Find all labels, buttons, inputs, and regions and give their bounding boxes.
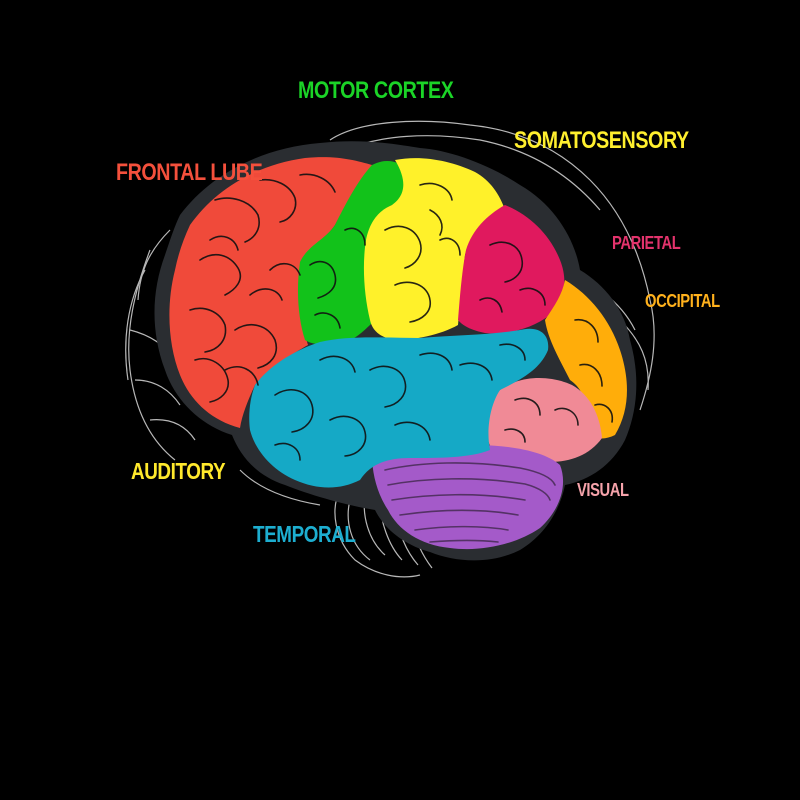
label-frontal-lobe: FRONTAL LUBE — [116, 159, 263, 186]
label-parietal: PARIETAL — [612, 233, 681, 253]
label-occipital: OCCIPITAL — [645, 291, 720, 311]
parietal-region — [458, 205, 565, 334]
frontal-lobe-region — [169, 157, 372, 428]
label-temporal: TEMPORAL — [253, 521, 356, 547]
label-motor-cortex: MOTOR CORTEX — [298, 77, 454, 104]
label-somatosensory: SOMATOSENSORY — [514, 127, 689, 154]
brain-sulci-lines — [189, 173, 614, 543]
label-visual: VISUAL — [577, 480, 629, 500]
somatosensory-region — [363, 158, 505, 340]
label-auditory: AUDITORY — [131, 458, 226, 484]
occipital-region — [545, 280, 627, 439]
motor-cortex-region — [297, 160, 409, 345]
cerebellum-region — [372, 445, 564, 550]
temporal-region — [249, 328, 549, 488]
